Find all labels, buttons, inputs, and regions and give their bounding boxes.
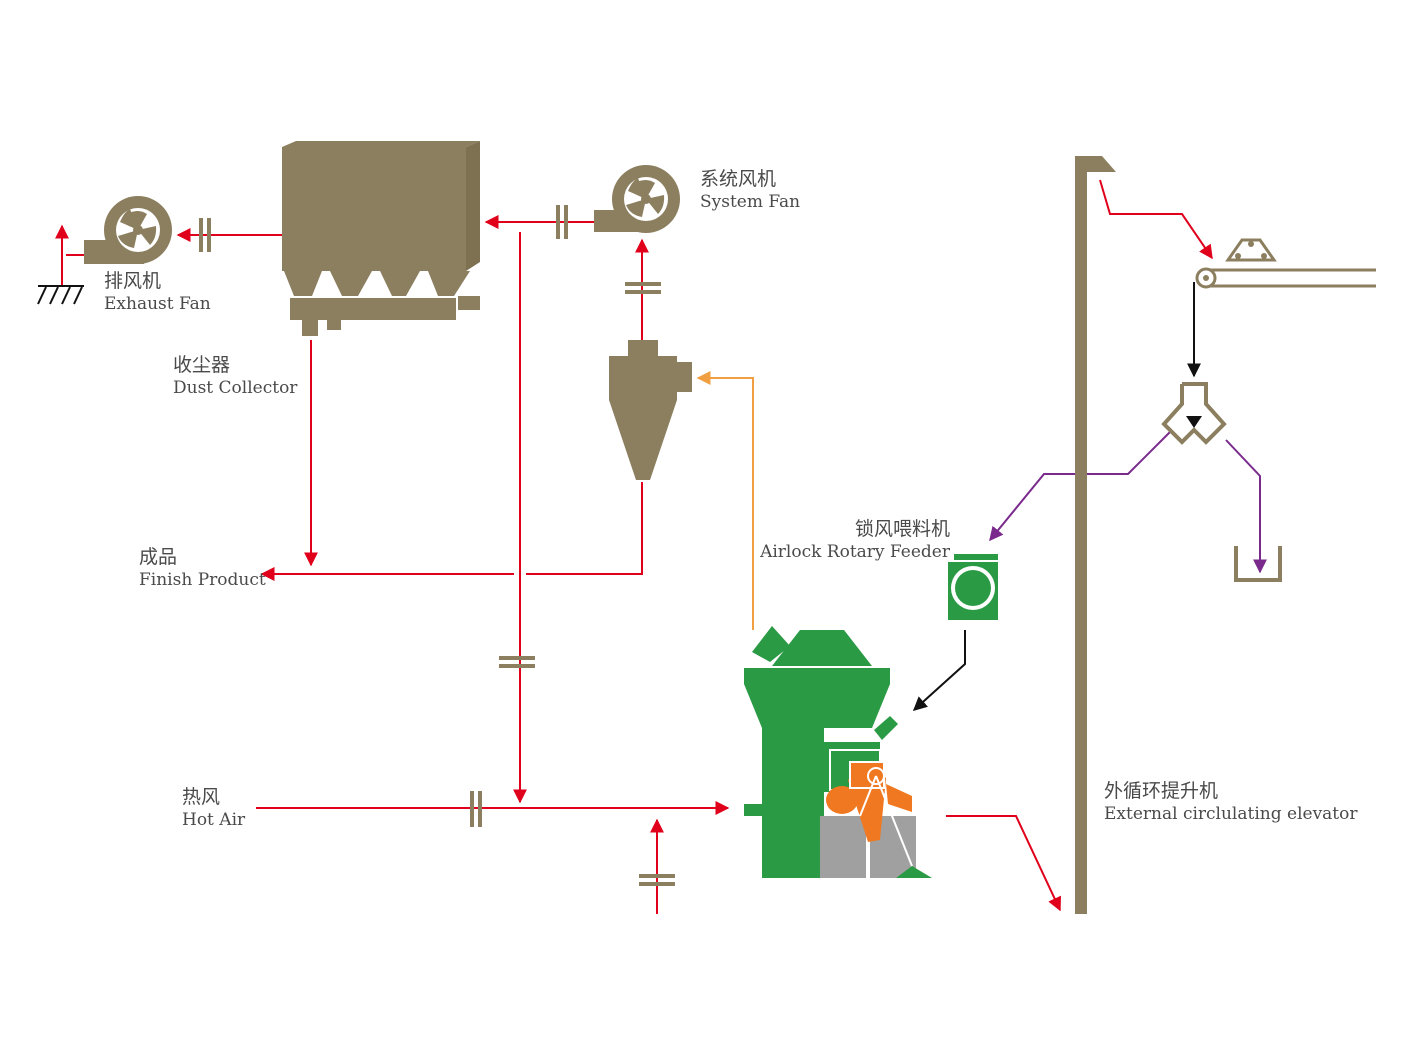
exhaust-fan bbox=[84, 196, 172, 264]
flanges bbox=[199, 205, 675, 886]
flange-bottom-inlet bbox=[639, 874, 675, 886]
line-feeder-to-mill bbox=[912, 630, 966, 711]
flange-hot-air bbox=[470, 791, 482, 827]
label-airlock-feeder-en: Airlock Rotary Feeder bbox=[760, 541, 950, 562]
cyclone-separator bbox=[609, 340, 692, 480]
collection-bin bbox=[1234, 546, 1282, 582]
label-exhaust-fan: 排风机 Exhaust Fan bbox=[104, 270, 211, 315]
line-elevator-to-conveyor bbox=[1099, 179, 1213, 260]
label-hot-air: 热风 Hot Air bbox=[182, 786, 245, 831]
belt-conveyor bbox=[1195, 238, 1376, 289]
label-elevator: 外循环提升机 External circlulating elevator bbox=[1104, 780, 1358, 825]
label-airlock-feeder: 锁风喂料机 Airlock Rotary Feeder bbox=[760, 518, 950, 563]
label-system-fan: 系统风机 System Fan bbox=[700, 168, 800, 213]
label-exhaust-fan-zh: 排风机 bbox=[104, 270, 162, 292]
line-mill-to-elevator bbox=[946, 815, 1061, 912]
dust-collector bbox=[282, 141, 480, 336]
label-exhaust-fan-en: Exhaust Fan bbox=[104, 293, 211, 314]
flange-cyclone-out bbox=[625, 282, 661, 294]
flange-return-air bbox=[499, 656, 535, 668]
system-fan bbox=[594, 165, 680, 233]
line-cyclone-to-product bbox=[526, 482, 643, 575]
label-system-fan-zh: 系统风机 bbox=[700, 168, 777, 190]
label-system-fan-en: System Fan bbox=[700, 191, 801, 212]
label-finish-product: 成品 Finish Product bbox=[139, 546, 266, 591]
line-mill-to-cyclone bbox=[696, 371, 754, 630]
external-elevator bbox=[1075, 156, 1116, 914]
flange-exhaust bbox=[199, 218, 211, 252]
label-dust-collector-zh: 收尘器 bbox=[173, 354, 231, 376]
label-elevator-en: External circlulating elevator bbox=[1104, 803, 1358, 824]
line-splitter-to-bin bbox=[1225, 439, 1267, 574]
material-lines bbox=[912, 282, 1201, 711]
label-elevator-zh: 外循环提升机 bbox=[1104, 780, 1219, 802]
air-flow-lines bbox=[55, 179, 1213, 914]
vertical-roller-mill bbox=[744, 626, 932, 878]
flange-system-fan bbox=[556, 205, 568, 239]
feed-flow-lines bbox=[989, 431, 1267, 574]
label-hot-air-zh: 热风 bbox=[182, 786, 221, 808]
label-hot-air-en: Hot Air bbox=[182, 809, 246, 830]
splitter-chute bbox=[1161, 382, 1227, 445]
ground-symbol-icon bbox=[37, 285, 84, 305]
label-dust-collector-en: Dust Collector bbox=[173, 377, 298, 398]
airlock-rotary-feeder bbox=[948, 554, 998, 620]
label-finish-product-en: Finish Product bbox=[139, 569, 266, 590]
label-airlock-feeder-zh: 锁风喂料机 bbox=[854, 518, 950, 540]
label-finish-product-zh: 成品 bbox=[139, 546, 178, 568]
label-dust-collector: 收尘器 Dust Collector bbox=[173, 354, 297, 399]
mill-roller-icon bbox=[826, 761, 913, 867]
